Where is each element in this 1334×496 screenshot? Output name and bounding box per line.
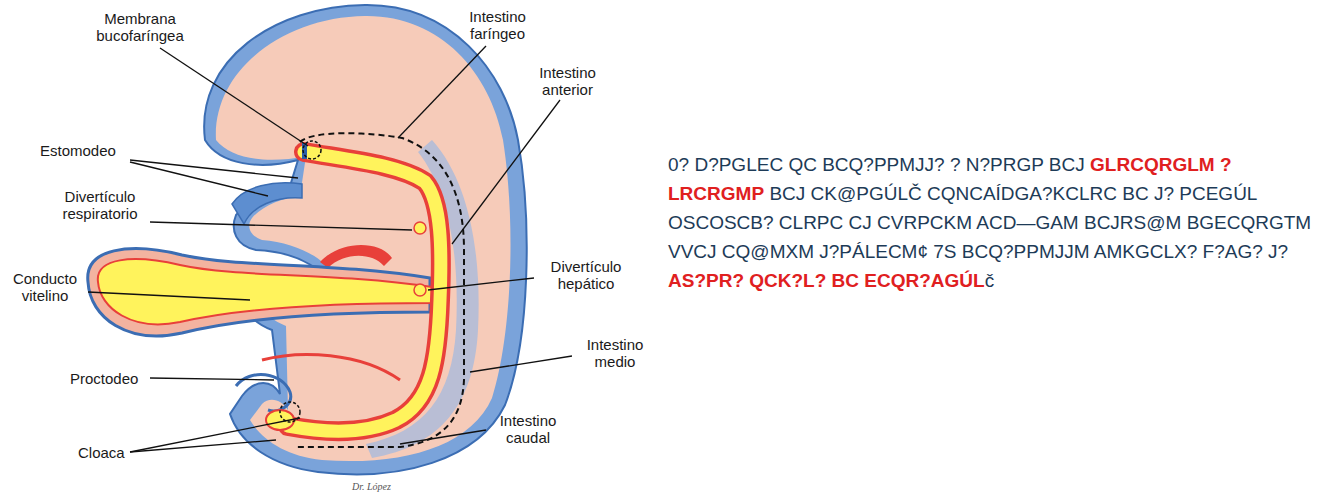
embryo-mesoderm bbox=[216, 16, 511, 461]
pericardial-bulge bbox=[232, 183, 302, 224]
heart-tube bbox=[320, 245, 392, 268]
leader-line bbox=[470, 356, 572, 372]
part-label: Intestino caudal bbox=[488, 412, 568, 446]
paragraph-text: č bbox=[985, 270, 995, 291]
highlight-text: AS?PR? QCK?L? BC ECQR?AGÚL bbox=[668, 270, 985, 291]
leader-line bbox=[150, 378, 274, 380]
part-label: Intestino faríngeo bbox=[455, 8, 540, 42]
embryo-body bbox=[204, 5, 527, 474]
leader-line bbox=[160, 48, 308, 146]
part-label: Estomodeo bbox=[40, 142, 130, 159]
part-label: Cloaca bbox=[78, 444, 138, 461]
leader-line bbox=[130, 162, 268, 196]
signature: Dr. López bbox=[352, 478, 412, 495]
gut-dashed-outline bbox=[296, 133, 464, 447]
part-label: Divertículo respiratorio bbox=[50, 188, 150, 222]
leader-line bbox=[400, 430, 486, 444]
text-paragraph: 0? D?PGLEC QC BCQ?PPMJJ? ? N?PRGP BCJGLR… bbox=[668, 150, 1323, 295]
paragraph-text: BCJ CK@PGÚLČ CQNCAÍDGA?KCLRC BC J? PCEGÚ… bbox=[668, 183, 1311, 262]
leader-line bbox=[398, 46, 486, 138]
leader-line bbox=[130, 418, 300, 452]
leader-line bbox=[88, 292, 250, 300]
yolk-stalk bbox=[98, 259, 432, 324]
gut-tube-lining bbox=[288, 152, 441, 431]
hepatic-diverticulum bbox=[414, 284, 426, 296]
part-label: Membrana bucofaríngea bbox=[85, 10, 195, 44]
gut-tube bbox=[288, 152, 441, 431]
leader-line bbox=[130, 440, 276, 452]
part-label: Intestino medio bbox=[574, 336, 656, 370]
allantois bbox=[262, 355, 400, 380]
part-label: Conducto vitelino bbox=[4, 270, 86, 304]
leader-line bbox=[130, 160, 298, 178]
leader-line bbox=[150, 222, 412, 230]
part-label: Intestino anterior bbox=[525, 64, 610, 98]
part-label: Proctodeo bbox=[70, 370, 150, 387]
leader-line bbox=[428, 278, 534, 290]
respiratory-diverticulum bbox=[414, 222, 426, 234]
part-label: Divertículo hepático bbox=[536, 258, 636, 292]
paragraph-text: 0? D?PGLEC QC BCQ?PPMJJ? ? N?PRGP BCJ bbox=[668, 154, 1085, 175]
leader-line bbox=[452, 100, 560, 244]
